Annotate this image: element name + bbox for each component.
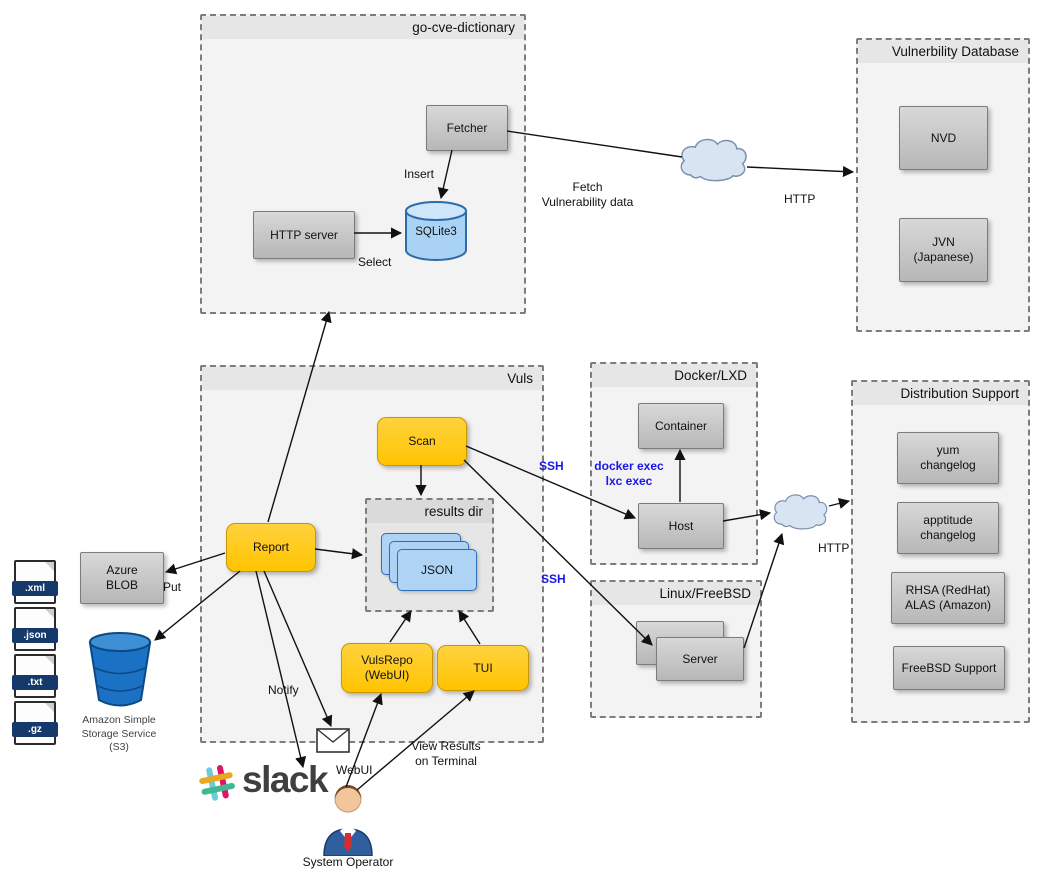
node-container: Container [638,403,724,449]
bucket-band-1 [94,667,146,675]
label-view-results: View Results on Terminal [411,739,481,768]
cloud-internet-right [773,494,828,530]
node-rhsa-alas: RHSA (RedHat) ALAS (Amazon) [891,572,1005,624]
envelope-svg [316,728,350,753]
cylinder-body [405,211,467,261]
group-title-go-cve-dictionary: go-cve-dictionary [202,16,524,39]
label-webui: WebUI [336,763,373,777]
label-http-dist: HTTP [818,541,850,555]
file-icon-gz: .gz [12,701,58,745]
node-tui: TUI [437,645,529,691]
node-nvd: NVD [899,106,988,170]
sqlite3-cylinder [405,201,467,261]
arrow-cloud-vulndb [746,165,855,178]
label-fetch-vulnerability-data: Fetch Vulnerability data [541,180,634,209]
group-title-distribution-support: Distribution Support [853,382,1028,405]
bucket-band-2 [97,685,143,692]
file-fold-icon [45,703,54,712]
person-tie [344,833,352,852]
node-sqlite3-label: SQLite3 [415,226,457,238]
sqlite3-database-icon [404,200,468,262]
node-yum-changelog: yum changelog [897,432,999,484]
node-apptitude-changelog: apptitude changelog [897,502,999,554]
group-go-cve-dictionary: go-cve-dictionary [200,14,526,314]
node-report: Report [226,523,316,572]
person-hair [335,785,361,798]
slack-hash-icon [199,765,235,801]
file-type-gz-label: .gz [12,722,58,737]
file-icon-txt: .txt [12,654,58,698]
group-title-results-dir: results dir [367,500,492,523]
node-fetcher: Fetcher [426,105,508,151]
file-fold-icon [45,609,54,618]
group-title-vulnerability-database: Vulnerbility Database [858,40,1028,63]
s3-bucket-svg [88,632,152,707]
file-type-txt-label: .txt [12,675,58,690]
s3-bucket-icon [86,630,154,712]
label-notify: Notify [268,683,299,697]
node-scan: Scan [377,417,467,466]
label-ssh-docker: SSH [539,459,564,473]
person-svg [323,785,373,857]
node-freebsd-support: FreeBSD Support [893,646,1005,690]
slack-logo: slack [196,758,329,804]
cloud-internet-top [680,138,747,182]
node-vulsrepo: VulsRepo (WebUI) [341,643,433,693]
node-http-server: HTTP server [253,211,355,259]
label-system-operator: System Operator [302,855,394,869]
group-title-docker-lxd: Docker/LXD [592,364,756,387]
node-host: Host [638,503,724,549]
label-put: Put [163,580,182,594]
system-operator-icon [318,778,378,857]
email-envelope-icon [316,728,350,754]
label-select: Select [358,255,392,269]
node-server: Server [656,637,744,681]
s3-caption: Amazon Simple Storage Service (S3) [81,714,157,754]
node-jvn: JVN (Japanese) [899,218,988,282]
cylinder-top [405,201,467,221]
file-type-xml-label: .xml [12,581,58,596]
file-icon-json: .json [12,607,58,651]
slack-wordmark: slack [242,758,329,800]
node-azure-blob: Azure BLOB [80,552,164,604]
group-vulnerability-database: Vulnerbility Database [856,38,1030,332]
label-docker-exec: docker exec lxc exec [594,459,664,488]
label-insert: Insert [403,167,434,181]
file-type-json-label: .json [12,628,58,643]
group-title-vuls: Vuls [202,367,542,390]
file-fold-icon [45,562,54,571]
label-ssh-linux: SSH [541,572,566,586]
arrow-cloud-distsupport [828,498,851,509]
line-fetcher-cloud [506,130,683,158]
label-http-fetch: HTTP [784,192,816,206]
group-title-linux-freebsd: Linux/FreeBSD [592,582,760,605]
bucket-rim [89,632,151,652]
node-json: JSON [397,549,477,591]
file-icon-xml: .xml [12,560,58,604]
file-fold-icon [45,656,54,665]
